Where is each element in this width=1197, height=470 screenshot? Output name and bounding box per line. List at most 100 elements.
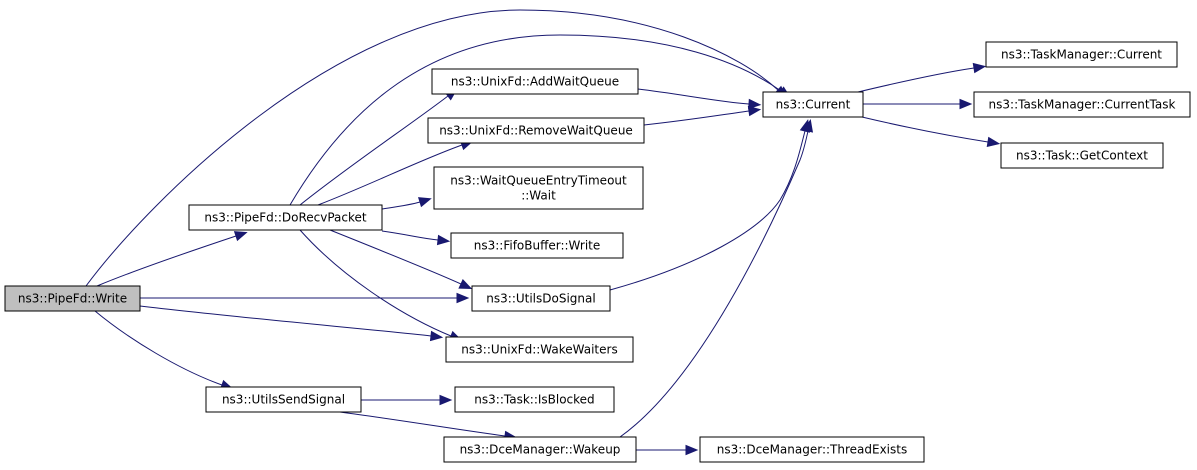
edge-line <box>381 230 439 241</box>
node-addwq[interactable]: ns3::UnixFd::AddWaitQueue <box>431 68 639 95</box>
arrowhead-icon <box>233 231 248 242</box>
node-label: ns3::UtilsDoSignal <box>486 292 595 306</box>
node-tmcur[interactable]: ns3::TaskManager::Current <box>985 41 1178 68</box>
edge-dorecv-to-wqwait <box>381 197 432 210</box>
edge-line <box>381 201 421 210</box>
arrowhead-icon <box>747 105 762 117</box>
node-box[interactable] <box>205 386 362 413</box>
edge-current-to-getctx <box>861 116 1001 148</box>
node-label: ns3::FifoBuffer::Write <box>474 239 601 253</box>
node-remwq[interactable]: ns3::UnixFd::RemoveWaitQueue <box>427 117 645 144</box>
arrowhead-icon <box>972 62 987 74</box>
arrowhead-icon <box>456 292 470 304</box>
node-sendsig[interactable]: ns3::UtilsSendSignal <box>205 386 362 413</box>
edge-line <box>609 130 806 291</box>
node-label: ns3::WaitQueueEntryTimeout <box>450 174 627 188</box>
node-wake[interactable]: ns3::UnixFd::WakeWaiters <box>445 336 634 363</box>
node-box[interactable] <box>433 166 644 210</box>
edge-write-to-wake <box>139 305 444 342</box>
node-label: ns3::UnixFd::RemoveWaitQueue <box>439 124 633 138</box>
node-box[interactable] <box>471 285 611 312</box>
node-box[interactable] <box>1000 142 1164 169</box>
arrowhead-icon <box>986 136 1001 148</box>
edge-wakeup-to-thrx <box>636 444 699 456</box>
node-box[interactable] <box>699 436 925 463</box>
node-box[interactable] <box>450 232 624 259</box>
edge-line <box>299 95 449 206</box>
edge-line <box>96 235 237 287</box>
edge-dorecv-to-addwq <box>299 88 458 206</box>
edge-current-to-tmcurtask <box>863 98 973 110</box>
edge-line <box>861 116 989 143</box>
function-nodes: ns3::PipeFd::Write ns3::PipeFd::DoRecvPac… <box>4 41 1191 463</box>
node-box[interactable] <box>454 386 615 413</box>
node-dosig[interactable]: ns3::UtilsDoSignal <box>471 285 611 312</box>
node-label: ns3::Task::IsBlocked <box>474 393 594 407</box>
edge-remwq-to-current <box>643 105 762 126</box>
node-current[interactable]: ns3::Current <box>762 91 864 118</box>
edge-line <box>317 144 463 206</box>
node-getctx[interactable]: ns3::Task::GetContext <box>1000 142 1164 169</box>
edge-line <box>637 88 750 105</box>
node-label: ::Wait <box>521 189 556 203</box>
node-box[interactable] <box>188 204 383 231</box>
node-box[interactable] <box>443 436 637 463</box>
node-label: ns3::TaskManager::Current <box>1001 48 1162 62</box>
arrowhead-icon <box>802 119 814 133</box>
node-label: ns3::TaskManager::CurrentTask <box>989 98 1176 112</box>
node-write[interactable]: ns3::PipeFd::Write <box>4 285 141 312</box>
edge-write-to-dorecv <box>96 231 248 287</box>
arrowhead-icon <box>436 234 451 246</box>
arrowhead-icon <box>458 279 473 290</box>
node-isblocked[interactable]: ns3::Task::IsBlocked <box>454 386 615 413</box>
node-box[interactable] <box>4 285 141 312</box>
node-wqwait[interactable]: ns3::WaitQueueEntryTimeout::Wait <box>433 166 644 210</box>
node-label: ns3::PipeFd::DoRecvPacket <box>204 211 367 225</box>
node-dorecv[interactable]: ns3::PipeFd::DoRecvPacket <box>188 204 383 231</box>
arrowhead-icon <box>439 394 453 406</box>
edge-line <box>94 310 223 386</box>
node-label: ns3::DceManager::Wakeup <box>460 443 621 457</box>
node-box[interactable] <box>431 68 639 95</box>
node-box[interactable] <box>445 336 634 363</box>
node-tmcurtask[interactable]: ns3::TaskManager::CurrentTask <box>973 91 1191 118</box>
node-label: ns3::PipeFd::Write <box>18 292 127 306</box>
edge-line <box>289 34 782 206</box>
node-label: ns3::Task::GetContext <box>1016 149 1148 163</box>
arrowhead-icon <box>959 98 973 110</box>
edge-line <box>643 110 750 126</box>
edge-line <box>339 411 506 437</box>
edge-dorecv-to-dosig <box>329 229 473 290</box>
node-label: ns3::UnixFd::WakeWaiters <box>461 343 617 357</box>
edge-wakeup-to-current <box>619 119 814 438</box>
node-thrx[interactable]: ns3::DceManager::ThreadExists <box>699 436 925 463</box>
node-label: ns3::DceManager::ThreadExists <box>717 443 907 457</box>
edge-dorecv-to-wake <box>299 229 463 341</box>
edge-line <box>139 305 432 337</box>
edge-current-to-tmcur <box>857 62 987 93</box>
node-label: ns3::Current <box>776 98 851 112</box>
node-fifo[interactable]: ns3::FifoBuffer::Write <box>450 232 624 259</box>
arrowhead-icon <box>418 197 432 208</box>
node-label: ns3::UtilsSendSignal <box>222 393 345 407</box>
edge-addwq-to-current <box>637 88 762 110</box>
edge-write-to-current <box>85 9 788 287</box>
edge-line <box>857 67 975 93</box>
edge-line <box>299 229 452 337</box>
arrowhead-icon <box>748 98 762 110</box>
edge-line <box>85 9 779 287</box>
arrowhead-icon <box>429 330 444 342</box>
edge-sendsig-to-wakeup <box>339 411 518 442</box>
node-box[interactable] <box>985 41 1178 68</box>
edge-sendsig-to-isblocked <box>361 394 453 406</box>
edge-dorecv-to-fifo <box>381 230 451 246</box>
node-box[interactable] <box>762 91 864 118</box>
edge-write-to-sendsig <box>94 310 234 390</box>
edge-line <box>619 130 809 438</box>
node-wakeup[interactable]: ns3::DceManager::Wakeup <box>443 436 637 463</box>
node-box[interactable] <box>973 91 1191 118</box>
node-box[interactable] <box>427 117 645 144</box>
arrowhead-icon <box>685 444 699 456</box>
node-label: ns3::UnixFd::AddWaitQueue <box>451 75 619 89</box>
